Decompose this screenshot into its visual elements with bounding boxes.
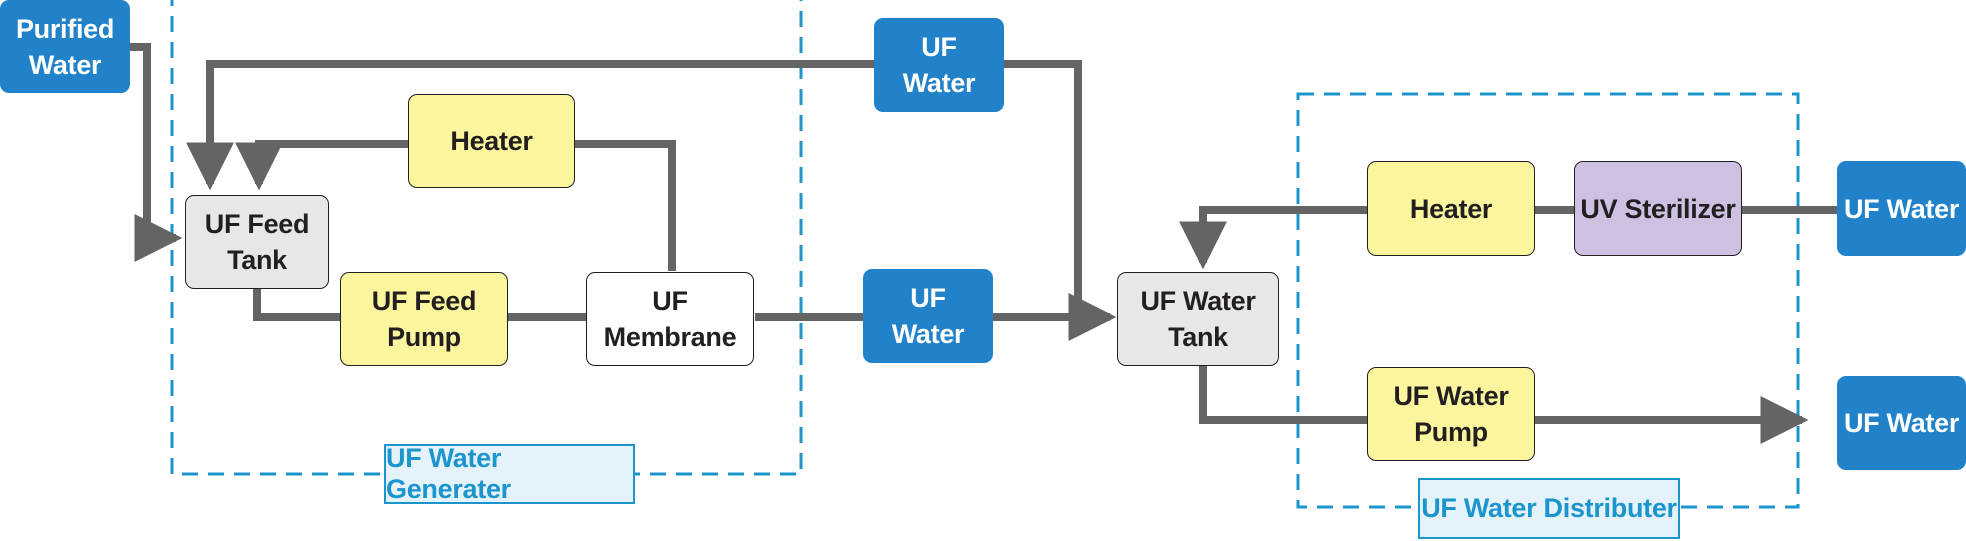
pipe-purified-water-to-feed-tank	[127, 43, 183, 262]
uf-water-distributer-label: UF Water Distributer	[1418, 478, 1680, 539]
heater-generator-box: Heater	[408, 94, 575, 188]
uf-water-mid-label: UF Water	[891, 283, 965, 349]
pipe-uf-water-return-to-feed-tank	[186, 60, 1082, 308]
uf-feed-tank-box: UF Feed Tank	[185, 195, 329, 289]
uf-water-pump-label: UF Water Pump	[1393, 381, 1509, 447]
uf-water-tank-box: UF Water Tank	[1117, 272, 1279, 366]
heater-distributor-box: Heater	[1367, 161, 1535, 256]
uf-water-tank-label: UF Water Tank	[1140, 286, 1256, 352]
uf-water-generater-label: UF Water Generater	[384, 443, 635, 504]
uf-membrane-box: UF Membrane	[586, 272, 754, 366]
uf-water-out-top-box: UF Water	[1837, 161, 1966, 256]
uf-water-return-label: UF Water	[902, 32, 976, 98]
pipe-feed-tank-to-feed-pump	[253, 287, 340, 321]
uf-feed-pump-box: UF Feed Pump	[340, 272, 508, 366]
uf-feed-pump-label: UF Feed Pump	[371, 286, 477, 352]
purified-water-label: Purified Water	[15, 13, 115, 80]
uf-water-return-box: UF Water	[874, 18, 1004, 112]
heater-distributor-label: Heater	[1409, 193, 1493, 224]
purified-water-box: Purified Water	[0, 0, 130, 93]
uv-sterilizer-label: UV Sterilizer	[1580, 193, 1736, 224]
uf-water-mid-box: UF Water	[863, 269, 993, 363]
uf-water-out-bottom-label: UF Water	[1843, 408, 1960, 438]
uf-water-out-bottom-box: UF Water	[1837, 376, 1966, 470]
uv-sterilizer-box: UV Sterilizer	[1574, 161, 1742, 256]
uf-feed-tank-label: UF Feed Tank	[204, 209, 310, 275]
uf-water-distributer-boundary	[1296, 92, 1800, 509]
uf-membrane-label: UF Membrane	[603, 286, 737, 352]
uf-water-pump-box: UF Water Pump	[1367, 367, 1535, 461]
uf-water-out-top-label: UF Water	[1843, 193, 1960, 224]
pipe-uf-water-tank-to-water-pump	[1199, 366, 1809, 444]
heater-generator-label: Heater	[450, 126, 533, 156]
